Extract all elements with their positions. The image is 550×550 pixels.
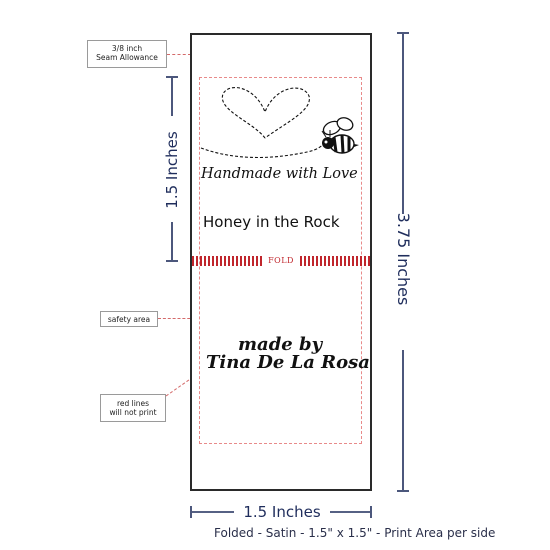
- safety-area-label: safety area: [107, 315, 151, 324]
- red-lines-label-1: red lines: [116, 399, 150, 408]
- maker-name-text: Tina De La Rosa: [206, 352, 370, 373]
- brand-name-text: Honey in the Rock: [203, 213, 340, 231]
- bottom-width-label: 1.5 Inches: [243, 503, 321, 521]
- safety-leader: [158, 318, 200, 319]
- left-height-label: 1.5 Inches: [163, 131, 181, 209]
- right-height-dimension-line: [397, 32, 409, 492]
- handmade-with-love-text: Handmade with Love: [201, 166, 358, 182]
- fraction-text: 3/8: [111, 44, 124, 53]
- seam-leader: [167, 54, 212, 55]
- seam-allowance-label: Seam Allowance: [96, 53, 158, 62]
- bee-icon: [321, 117, 359, 154]
- made-by-text: made by: [238, 334, 323, 355]
- heart-flight-path-graphic: [200, 87, 328, 158]
- red-lines-label-2: will not print: [109, 408, 157, 417]
- fold-label: FOLD: [264, 256, 298, 266]
- unit-text: inch: [126, 44, 143, 53]
- bottom-width-dimension-line: [190, 506, 372, 518]
- right-height-label: 3.75 Inches: [394, 212, 413, 306]
- footer-caption: Folded - Satin - 1.5" x 1.5" - Print Are…: [214, 526, 496, 540]
- seam-allowance-callout: 3/8 inch Seam Allowance: [87, 40, 167, 68]
- left-height-dimension-line: [166, 76, 178, 262]
- red-lines-callout: red lines will not print: [100, 394, 166, 422]
- safety-area-callout: safety area: [100, 311, 158, 327]
